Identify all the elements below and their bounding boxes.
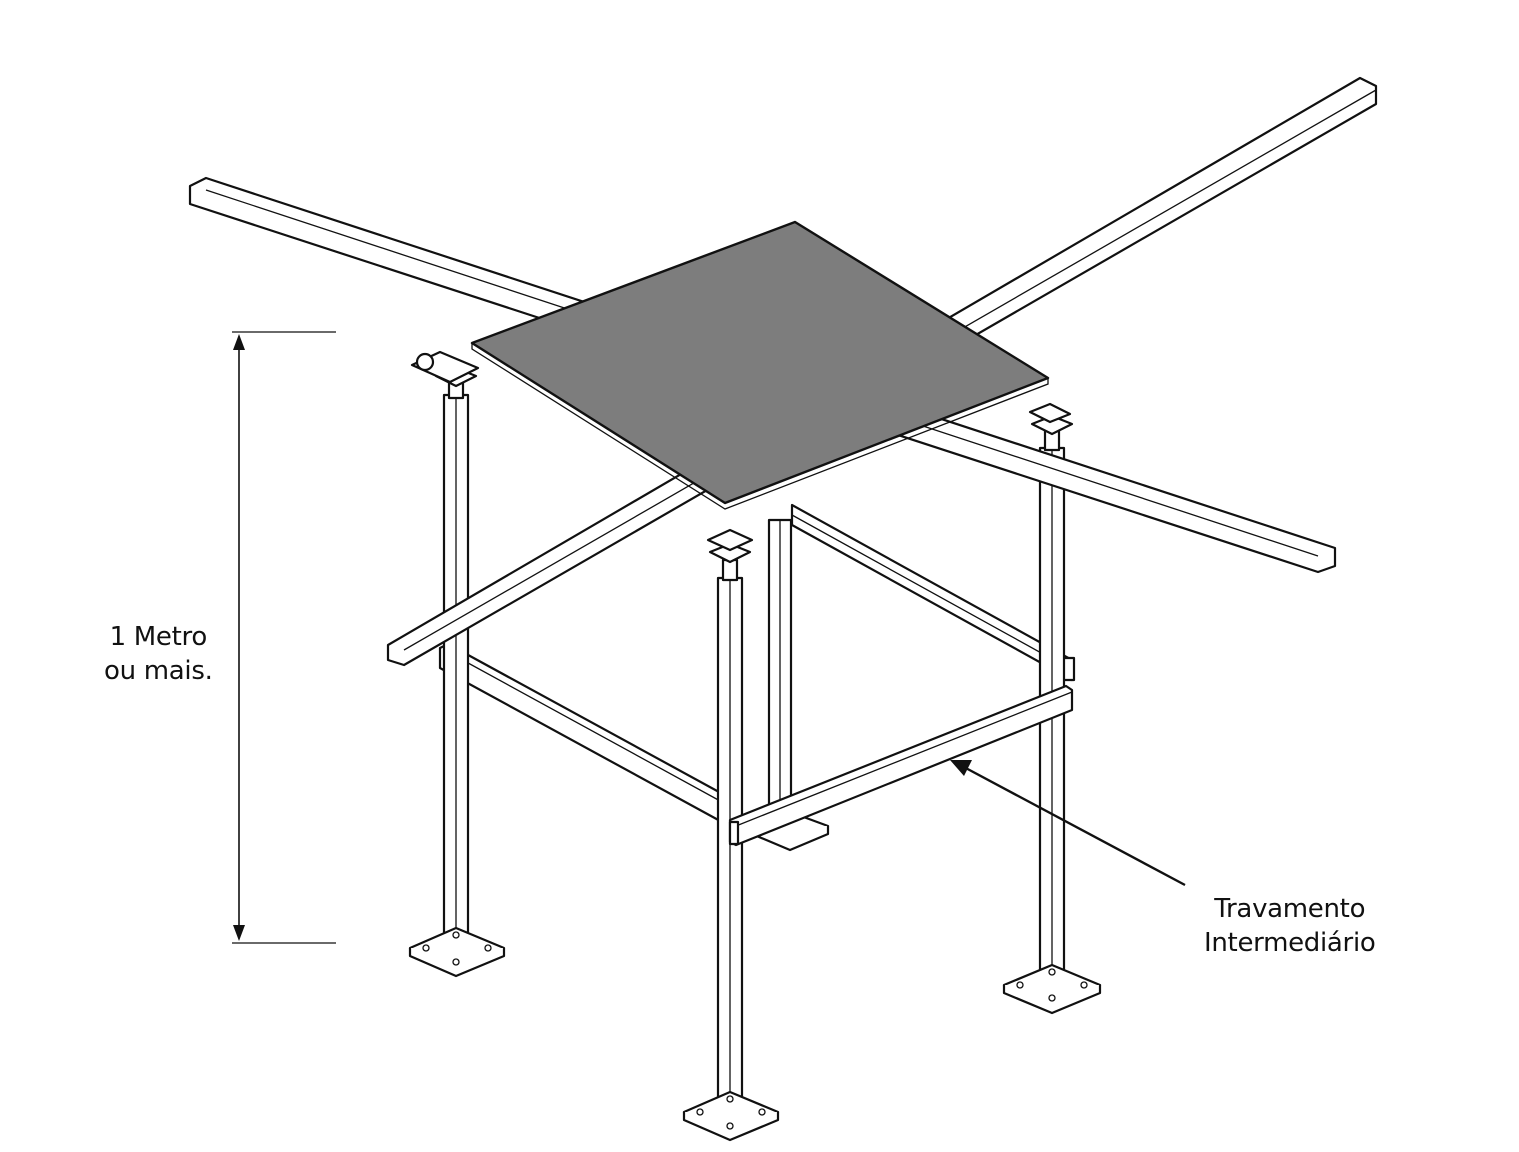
callout-label: Travamento Intermediário: [1204, 892, 1376, 960]
callout-label-line1: Travamento: [1214, 894, 1366, 924]
pedestal-leg-front: [682, 528, 780, 1142]
pedestal-leg-right: [1002, 402, 1102, 1015]
dimension-label-line2: ou mais.: [104, 656, 213, 686]
dimension-label: 1 Metro ou mais.: [104, 620, 213, 688]
dimension-label-line1: 1 Metro: [109, 622, 208, 652]
intermediate-bracing-back: [438, 503, 1076, 824]
intermediate-bracing-front: [728, 684, 1074, 847]
pedestal-leg-left: [408, 350, 506, 978]
callout-arrow: [950, 760, 1186, 887]
height-dimension: [232, 331, 336, 944]
floor-panel: [470, 220, 1050, 510]
callout-label-line2: Intermediário: [1204, 928, 1376, 958]
